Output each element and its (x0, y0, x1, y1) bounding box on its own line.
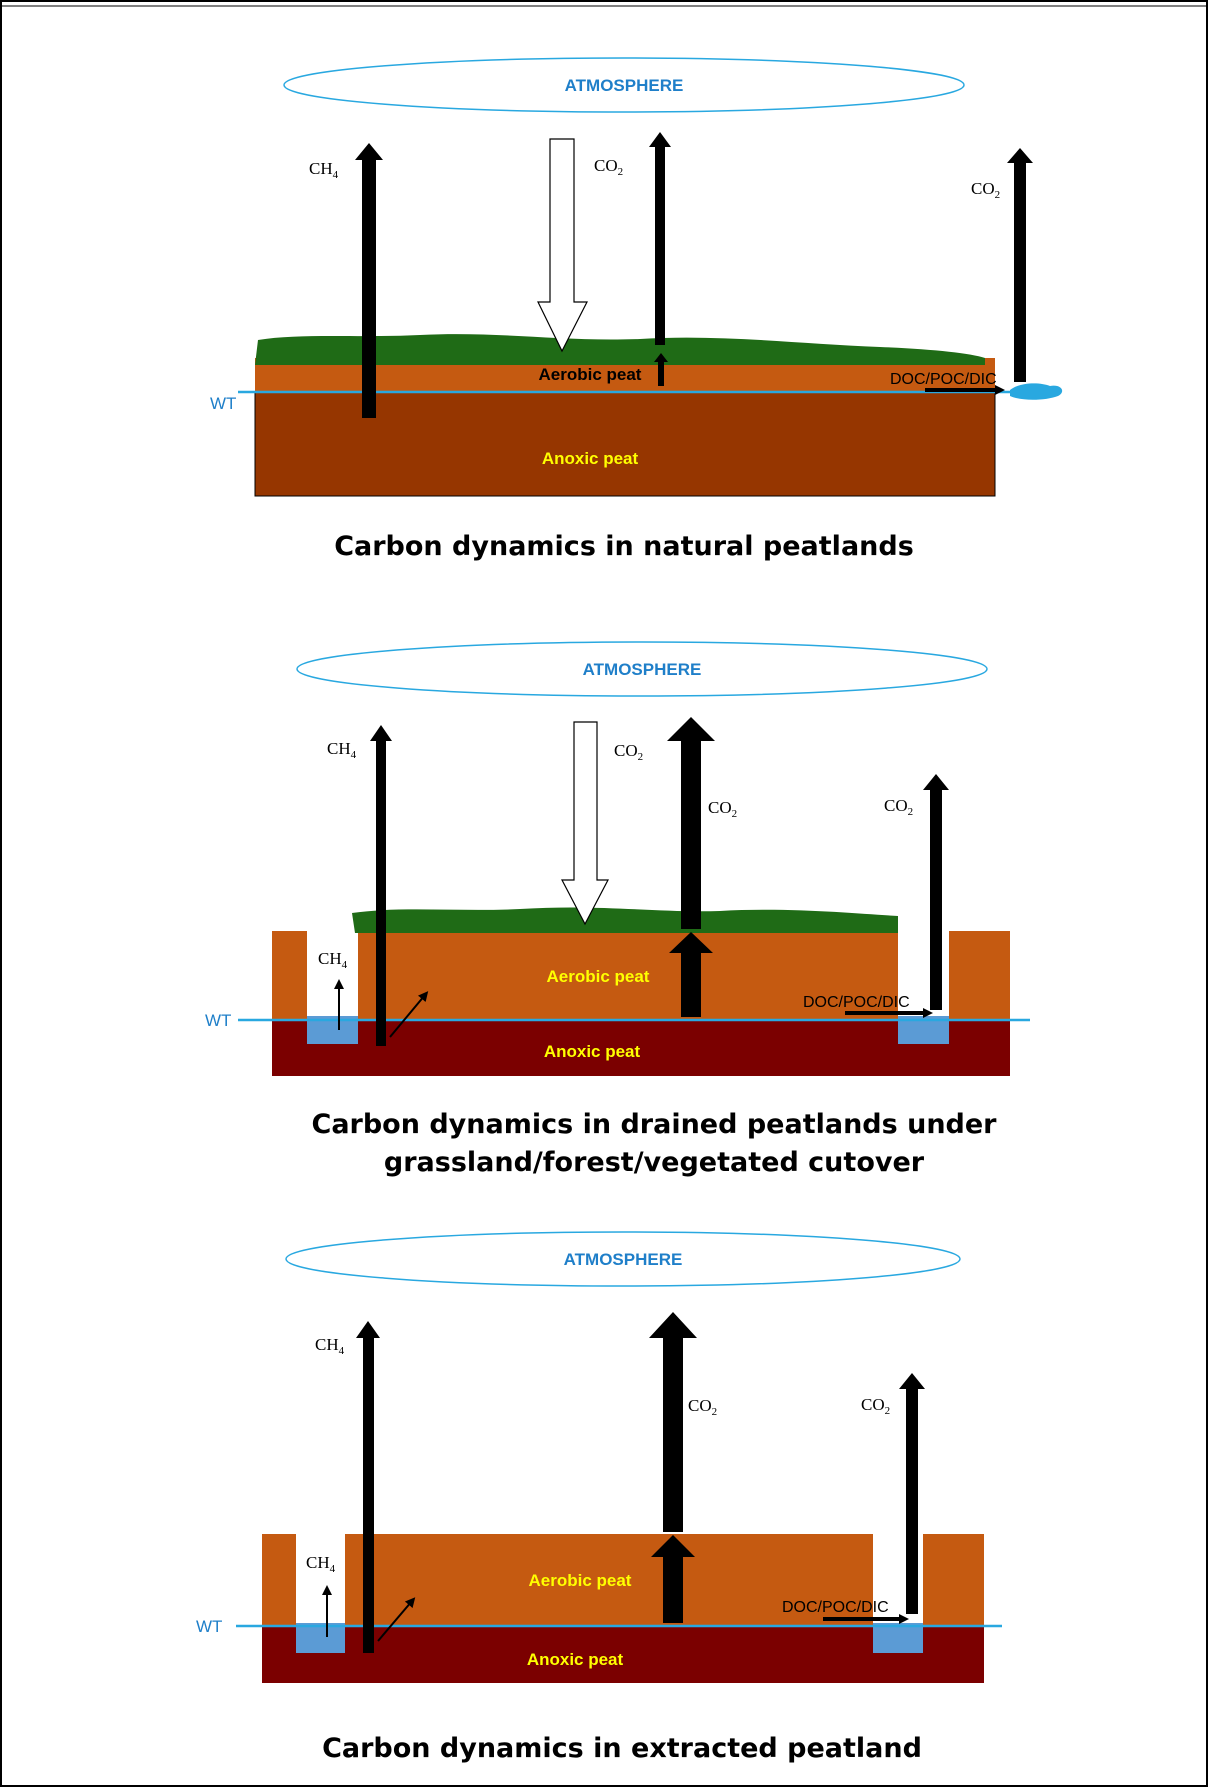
co2-label: CO2 (594, 156, 623, 178)
stream-co2-label: CO2 (971, 179, 1000, 201)
panel-extracted: ATMOSPHERE WT Aerobic peat Anoxic peat C… (196, 1231, 1002, 1764)
stream-water (1010, 383, 1063, 400)
doc-label: DOC/POC/DIC (782, 1599, 889, 1616)
ch4-label: CH4 (309, 159, 339, 181)
vegetation-layer (352, 907, 898, 933)
ditch-co2-label: CO2 (884, 796, 913, 818)
panel-caption-line-2: grassland/forest/vegetated cutover (384, 1147, 925, 1178)
panel-caption: Carbon dynamics in extracted peatland (322, 1733, 922, 1764)
aerobic-peat-right-bank (923, 1534, 984, 1627)
ch4-diagonal-arrow (389, 991, 429, 1038)
ditch-left (296, 1623, 345, 1653)
wt-label: WT (196, 1617, 222, 1636)
atmosphere-ellipse (296, 641, 988, 697)
ditch-co2-up-arrow (923, 774, 949, 1010)
atmosphere-ellipse (283, 57, 965, 113)
panel-natural: ATMOSPHERE WT Aerobic peat Anoxic peat C… (210, 57, 1063, 562)
co2-uptake-arrow (561, 721, 609, 926)
co2-small-up-arrow (654, 353, 668, 386)
stream-co2-up-arrow (1007, 148, 1033, 382)
ch4-label: CH4 (315, 1335, 345, 1357)
anoxic-peat-layer (254, 391, 996, 497)
co2-uptake-label: CO2 (614, 741, 643, 763)
wt-label: WT (205, 1011, 231, 1030)
panel-drained: ATMOSPHERE WT Aerobic peat Anoxic peat C… (205, 641, 1030, 1178)
co2-up-arrow (649, 132, 671, 345)
atmosphere-label: ATMOSPHERE (583, 660, 702, 679)
ch4-diagonal-arrow (377, 1597, 416, 1642)
co2-label: CO2 (688, 1396, 717, 1418)
panel-caption-line-1: Carbon dynamics in drained peatlands und… (312, 1109, 998, 1140)
ch4-up-arrow (356, 1321, 380, 1653)
atmosphere-label: ATMOSPHERE (564, 1250, 683, 1269)
ditch-co2-label: CO2 (861, 1395, 890, 1417)
ditch-right (873, 1623, 923, 1653)
aerobic-peat-left-bank (262, 1534, 296, 1627)
vegetation-layer (255, 334, 985, 365)
atmosphere-ellipse (285, 1231, 961, 1287)
aerobic-peat-layer (345, 1534, 873, 1627)
panel-caption: Carbon dynamics in natural peatlands (334, 531, 914, 562)
co2-uptake-arrow (537, 138, 588, 353)
anoxic-peat-label: Anoxic peat (527, 1650, 624, 1669)
aerobic-peat-layer (358, 931, 898, 1021)
wt-label: WT (210, 394, 236, 413)
co2-up-arrow (649, 1312, 697, 1532)
anoxic-peat-label: Anoxic peat (542, 449, 639, 468)
doc-label: DOC/POC/DIC (890, 371, 997, 388)
ch4-up-arrow (370, 725, 392, 1046)
aerobic-peat-label: Aerobic peat (539, 365, 642, 384)
aerobic-peat-label: Aerobic peat (547, 967, 650, 986)
ditch-ch4-label: CH4 (318, 949, 348, 971)
ditch-co2-up-arrow (899, 1373, 925, 1614)
co2-lower-up-arrow (651, 1535, 695, 1623)
ch4-up-arrow (355, 143, 383, 418)
aerobic-peat-label: Aerobic peat (529, 1571, 632, 1590)
co2-lower-up-arrow (669, 932, 713, 1017)
doc-label: DOC/POC/DIC (803, 994, 910, 1011)
atmosphere-label: ATMOSPHERE (565, 76, 684, 95)
aerobic-peat-right-bank (949, 931, 1010, 1021)
ditch-ch4-label: CH4 (306, 1553, 336, 1575)
anoxic-peat-label: Anoxic peat (544, 1042, 641, 1061)
co2-up-arrow (667, 717, 715, 929)
co2-label: CO2 (708, 798, 737, 820)
aerobic-peat-left-bank (272, 931, 307, 1021)
ch4-label: CH4 (327, 739, 357, 761)
